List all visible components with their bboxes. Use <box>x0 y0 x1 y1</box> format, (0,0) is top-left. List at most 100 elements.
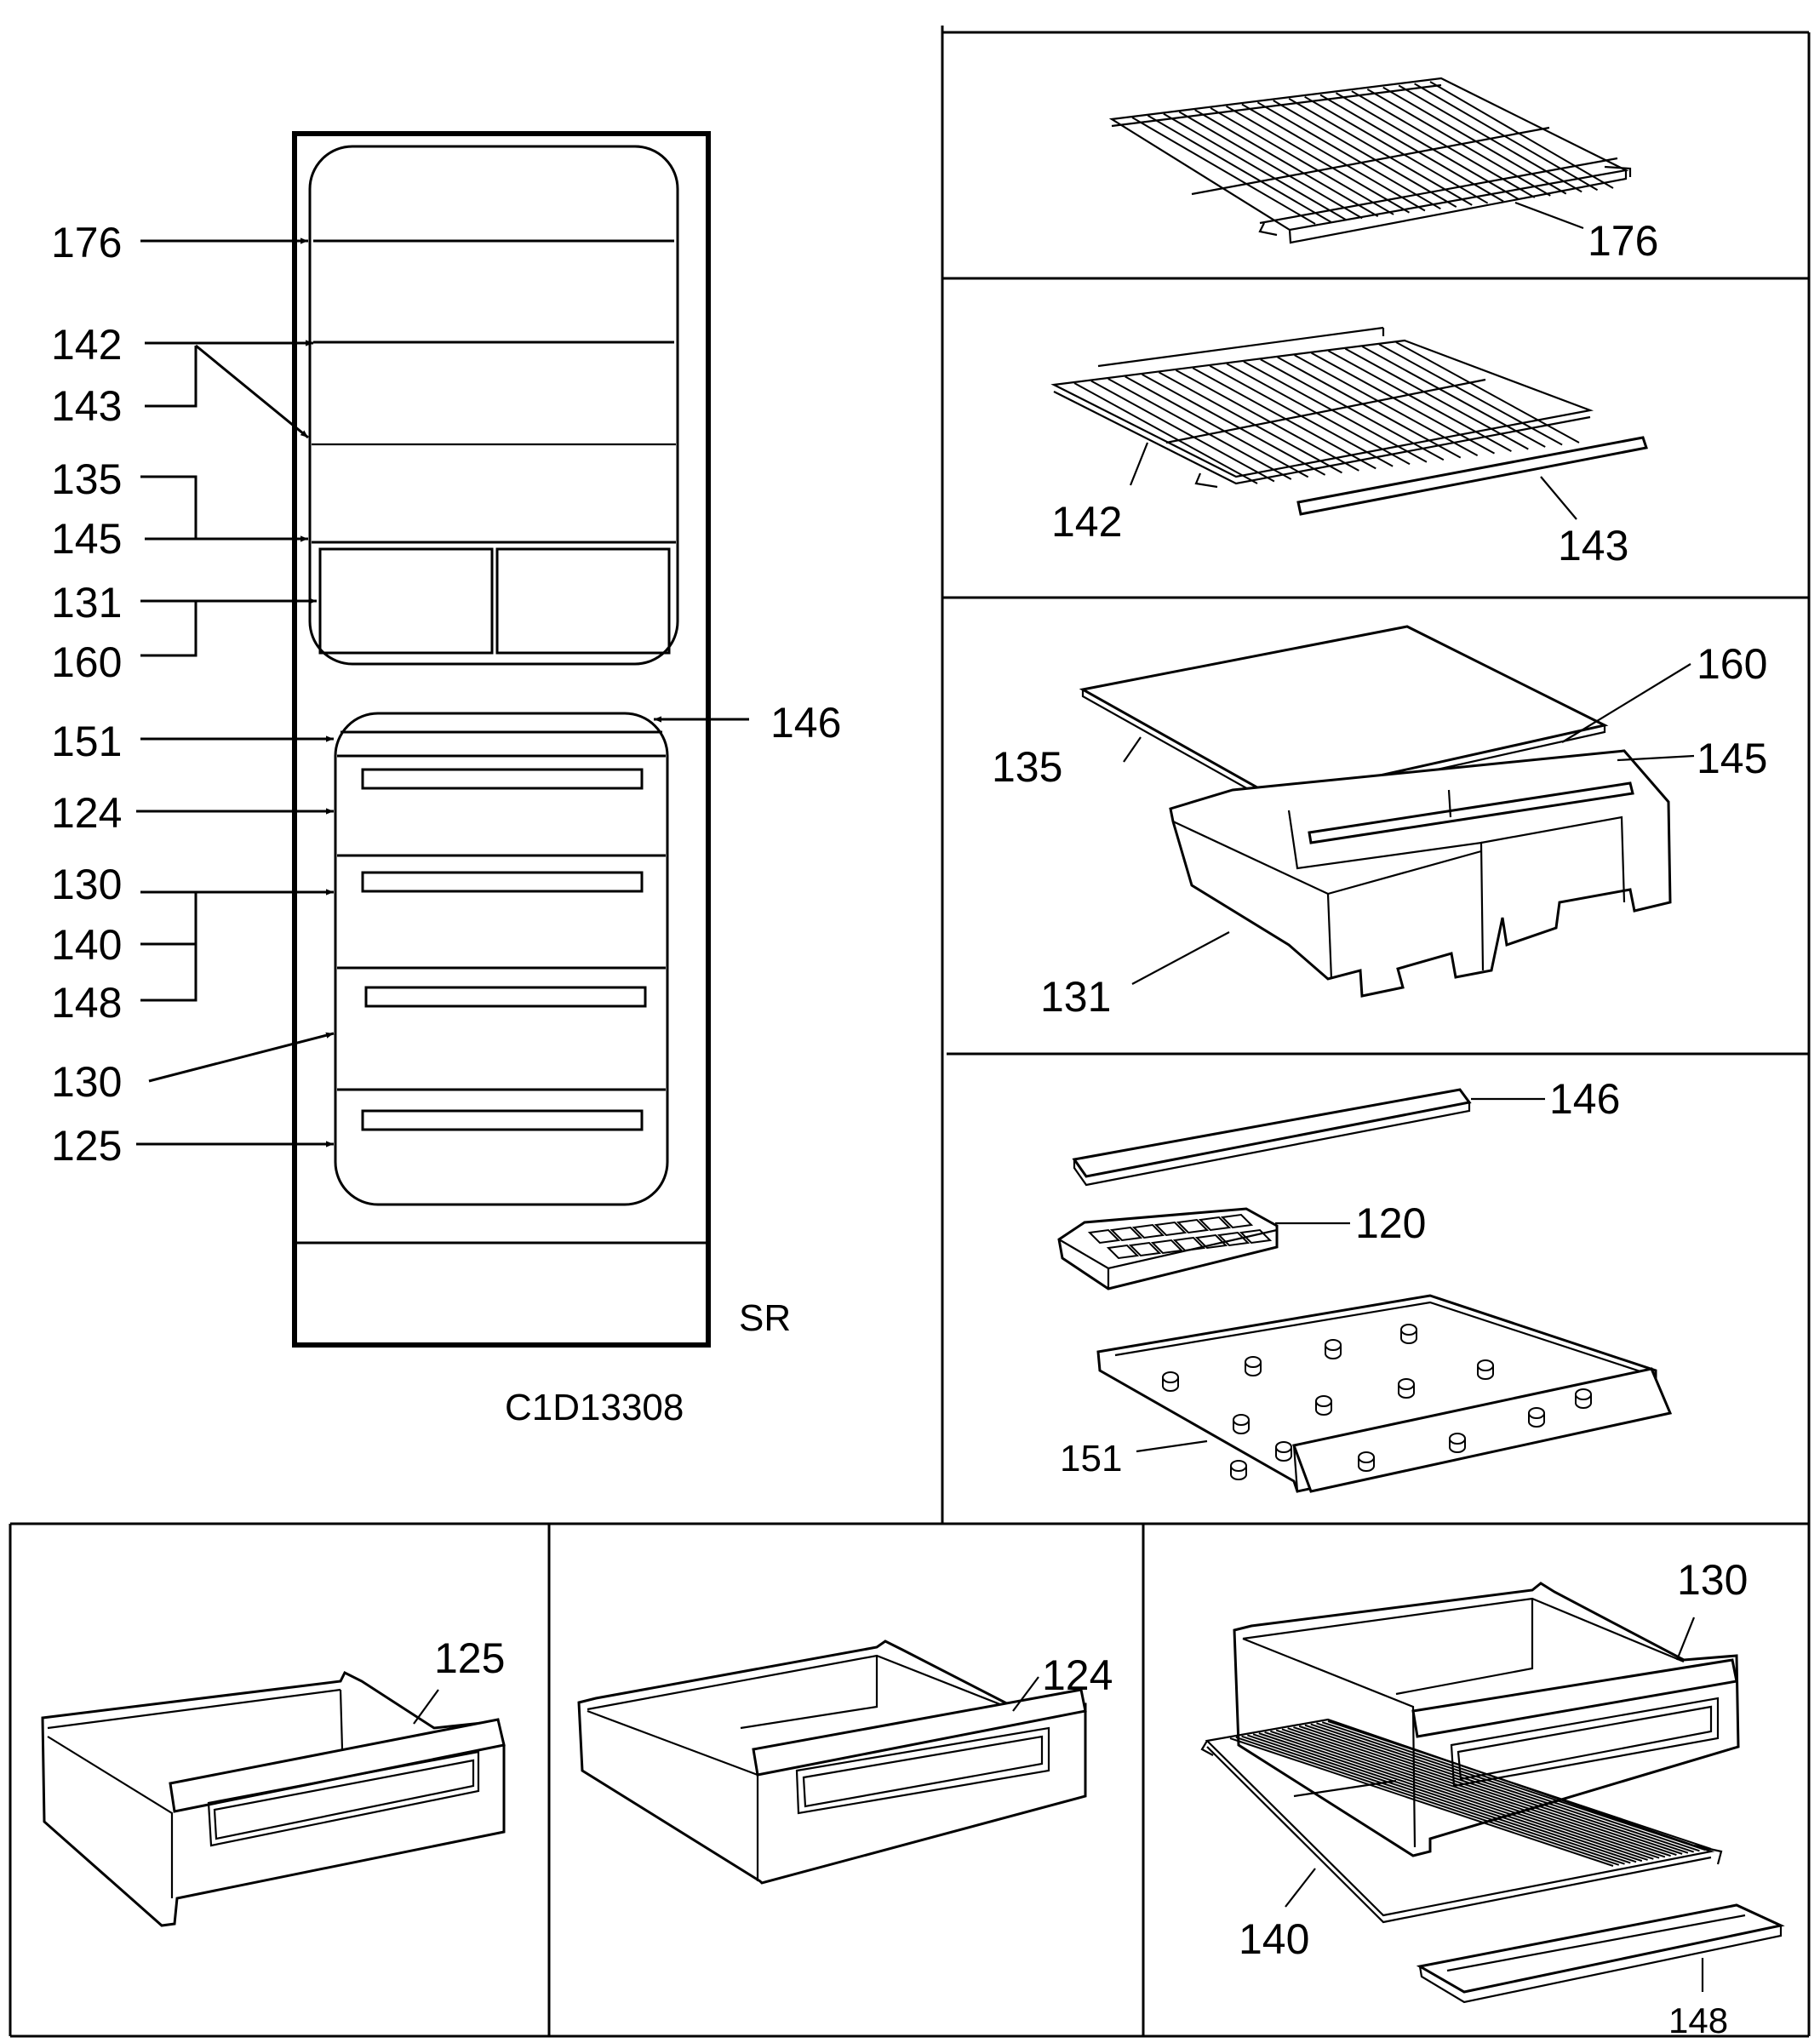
wire-shelf-142 <box>1050 326 1594 489</box>
retainer-bar-148 <box>1416 1903 1785 2004</box>
tray-cell <box>1131 1223 1165 1239</box>
callout-140: 140 <box>51 921 122 969</box>
callout-124: 124 <box>51 789 122 837</box>
freezer-tray-151 <box>1096 1294 1673 1493</box>
trim-strip-143 <box>1296 436 1648 516</box>
panel-label-146: 146 <box>1549 1075 1620 1123</box>
wire-rod <box>1344 347 1529 450</box>
drawer-125 <box>41 1670 506 1927</box>
wire-rod <box>1256 101 1441 210</box>
panel-label-140: 140 <box>1239 1915 1309 1963</box>
wire-rod <box>1229 1737 1614 1867</box>
cabinet-callouts: 176 142 143 135 145 131 160 146 151 124 … <box>51 219 841 1428</box>
wire-rod <box>1226 363 1411 466</box>
tray-cell <box>1176 1218 1210 1234</box>
wire-rod <box>1277 356 1462 459</box>
wire-rod <box>1147 114 1331 223</box>
wire-rod <box>1246 1734 1631 1864</box>
callout-135: 135 <box>51 455 122 503</box>
flap-strip-146 <box>1072 1088 1472 1187</box>
tray-peg-side <box>1400 1330 1417 1344</box>
tray-peg-side <box>1398 1384 1415 1399</box>
panel-label-151: 151 <box>1060 1438 1122 1479</box>
wire-rod <box>1378 343 1563 446</box>
panel-label-135: 135 <box>992 743 1062 791</box>
tray-cell <box>1087 1228 1121 1245</box>
wire-rod <box>1316 1722 1700 1852</box>
tray-cell <box>1109 1226 1143 1242</box>
tray-peg-side <box>1230 1466 1247 1480</box>
tray-cell <box>1239 1228 1273 1245</box>
tray-cell <box>1128 1241 1162 1257</box>
callout-130: 130 <box>51 861 122 908</box>
callout-125: 125 <box>51 1122 122 1170</box>
wire-rod <box>1335 92 1520 201</box>
wire-rod <box>1209 364 1394 467</box>
drawing-code: C1D13308 <box>505 1387 684 1428</box>
callout-148: 148 <box>51 979 122 1027</box>
tray-peg-side <box>1233 1420 1250 1434</box>
wire-rod <box>1395 341 1580 444</box>
wire-rod <box>1275 1729 1660 1859</box>
tray-peg-side <box>1528 1413 1545 1428</box>
wire-rod <box>1429 81 1614 189</box>
tray-peg-side <box>1275 1447 1292 1462</box>
callout-130-lower: 130 <box>51 1058 122 1106</box>
panel-frames <box>9 26 1811 2038</box>
wire-rod <box>1382 86 1567 195</box>
tray-cell <box>1172 1236 1206 1252</box>
wire-rod <box>1281 1728 1666 1858</box>
wire-rod <box>1293 1726 1677 1857</box>
panel-label-143: 143 <box>1558 522 1628 569</box>
wire-rod <box>1327 350 1512 452</box>
wire-rod <box>1319 94 1504 203</box>
panel-label-125: 125 <box>434 1634 505 1682</box>
panel-label-131: 131 <box>1040 973 1111 1021</box>
wire-rod <box>1311 352 1496 455</box>
wire-rod <box>1310 1723 1695 1853</box>
tray-peg-side <box>1162 1377 1179 1392</box>
wire-rod <box>1178 111 1363 220</box>
wire-rod <box>1361 346 1546 448</box>
tray-cell <box>1216 1231 1251 1247</box>
wire-grid-140 <box>1200 1718 1723 1924</box>
callout-176: 176 <box>51 219 122 266</box>
wire-rod <box>1131 117 1316 225</box>
panel-label-145: 145 <box>1697 735 1767 782</box>
wire-rod <box>1327 1720 1712 1850</box>
tray-cell <box>1153 1221 1188 1237</box>
wire-rod <box>1107 378 1292 480</box>
tray-cell <box>1150 1239 1184 1255</box>
wire-rod <box>1273 100 1457 208</box>
callout-131: 131 <box>51 579 122 627</box>
wire-rod <box>1192 367 1376 470</box>
tray-cell <box>1194 1233 1228 1250</box>
callout-142: 142 <box>51 321 122 369</box>
wire-rod <box>1241 103 1426 212</box>
wire-rod <box>1398 84 1582 193</box>
wire-rod <box>1090 380 1275 483</box>
tray-peg <box>1230 1460 1247 1472</box>
wire-rod <box>1226 105 1411 214</box>
panel-label-120: 120 <box>1355 1199 1426 1247</box>
wire-rod <box>1210 107 1394 215</box>
wire-rod <box>1366 88 1551 197</box>
ice-cube-tray-120 <box>1057 1207 1279 1290</box>
wire-rod <box>1158 371 1342 474</box>
callout-160: 160 <box>51 638 122 686</box>
tray-cell <box>1106 1244 1140 1260</box>
panel-label-160: 160 <box>1697 640 1767 688</box>
wire-rod <box>1252 1733 1637 1863</box>
variant-code: SR <box>739 1297 791 1339</box>
tray-peg-side <box>1449 1439 1466 1453</box>
tray-peg-side <box>1358 1457 1375 1472</box>
wire-rod <box>1194 109 1379 218</box>
wire-rod <box>1264 1731 1648 1861</box>
wire-rod <box>1287 1727 1671 1857</box>
cabinet-leaders <box>136 237 749 1147</box>
panel-label-176: 176 <box>1588 217 1658 265</box>
callout-146: 146 <box>770 699 841 747</box>
wire-rod <box>1260 358 1445 461</box>
panel-label-142: 142 <box>1051 498 1122 546</box>
callout-143: 143 <box>51 382 122 430</box>
